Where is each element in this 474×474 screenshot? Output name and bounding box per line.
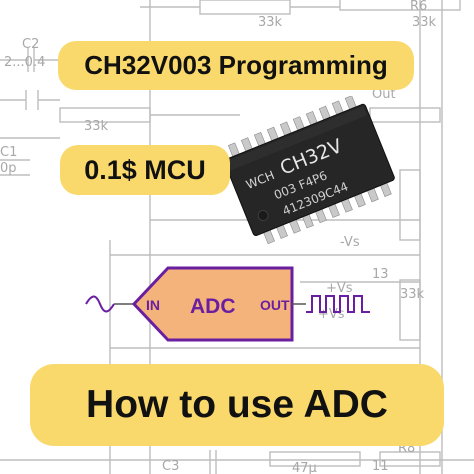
sch-label: -Vs [340, 235, 360, 250]
adc-in-label: IN [146, 297, 160, 313]
sch-label: 33k [84, 119, 109, 134]
sch-label: C2 [22, 37, 39, 52]
sch-label: 2...0.4 [4, 55, 45, 70]
how-to-banner: How to use ADC [30, 364, 444, 446]
sch-label: 33k [412, 15, 437, 30]
pin1-dot [257, 210, 269, 221]
sch-label: Out [372, 87, 396, 102]
adc-block-diagram: IN ADC OUT [85, 266, 370, 342]
price-text: 0.1$ MCU [84, 154, 206, 185]
chip-body [223, 103, 395, 236]
sch-label: C1 [0, 145, 17, 160]
sch-label: 0p [0, 161, 17, 176]
sch-label: +Vs [326, 281, 353, 296]
price-banner: 0.1$ MCU [60, 145, 230, 195]
title-text: CH32V003 Programming [84, 50, 388, 80]
sine-wave-icon [85, 295, 115, 313]
adc-center-label: ADC [190, 295, 236, 318]
sch-label: 47μ [292, 461, 317, 474]
ch32v003-chip-image: WCH CH32V 003 F4P6 412309C44 [223, 96, 395, 245]
sch-label: 33k [400, 287, 425, 302]
sch-label: C3 [162, 459, 179, 474]
sch-label: 13 [372, 267, 389, 282]
how-to-text: How to use ADC [86, 383, 388, 426]
sch-label: 11 [372, 459, 389, 474]
sch-label: R6 [410, 0, 427, 14]
sch-label: +Vs [318, 307, 345, 322]
sch-label: 33k [258, 15, 283, 30]
title-banner: CH32V003 Programming [58, 41, 414, 90]
adc-out-label: OUT [260, 297, 290, 313]
digital-pulse-icon [306, 295, 370, 313]
